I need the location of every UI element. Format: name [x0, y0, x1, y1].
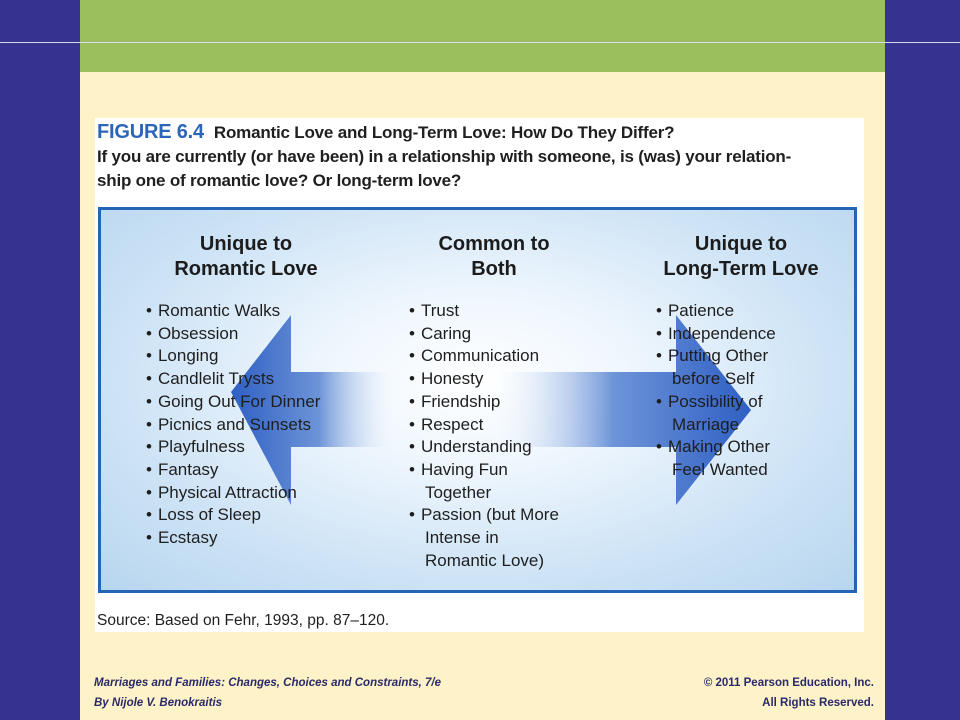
list-item: Physical Attraction — [146, 482, 346, 505]
common-to-both-list: Trust Caring Communication Honesty Frien… — [409, 300, 579, 572]
list-item: Picnics and Sunsets — [146, 414, 346, 437]
list-item-continuation: Together — [425, 482, 492, 502]
list-item: Romantic Walks — [146, 300, 346, 323]
list-item: Patience — [656, 300, 826, 323]
footer-rights-line: All Rights Reserved. — [762, 697, 874, 709]
list-item: Longing — [146, 345, 346, 368]
left-sidebar-band — [0, 0, 80, 720]
list-item: Caring — [409, 323, 579, 346]
list-item: Communication — [409, 345, 579, 368]
list-item-continuation: Marriage — [672, 414, 740, 434]
figure-heading: FIGURE 6.4 Romantic Love and Long-Term Lo… — [97, 120, 857, 193]
list-item: Playfulness — [146, 436, 346, 459]
list-item: Obsession — [146, 323, 346, 346]
list-item: Candlelit Trysts — [146, 368, 346, 391]
list-item: Making Other — [656, 436, 826, 459]
list-item-continuation: before Self — [672, 369, 755, 389]
right-sidebar-band — [885, 0, 960, 720]
list-item: Going Out For Dinner — [146, 391, 346, 414]
list-item: Respect — [409, 414, 579, 437]
list-item: Possibility of — [656, 391, 826, 414]
footer-book-title: Marriages and Families: Changes, Choices… — [94, 677, 442, 689]
footer-copyright-line: © 2011 Pearson Education, Inc. — [703, 677, 874, 689]
list-item: Having Fun — [409, 459, 579, 482]
long-term-love-heading: Unique to Long-Term Love — [663, 233, 819, 280]
list-item: Understanding — [409, 436, 579, 459]
list-item: Passion (but More — [409, 504, 579, 527]
romantic-love-column: Unique to Romantic Love Romantic Walks O… — [146, 232, 346, 550]
common-to-both-heading: Common to Both — [438, 233, 550, 280]
list-item: Independence — [656, 323, 826, 346]
list-item: Honesty — [409, 368, 579, 391]
list-item-continuation: Intense in — [425, 528, 499, 548]
figure-source: Source: Based on Fehr, 1993, pp. 87–120. — [97, 612, 390, 629]
figure-number: FIGURE 6.4 — [97, 121, 204, 143]
figure-question-line-2: ship one of romantic love? Or long-term … — [97, 171, 462, 190]
list-item: Loss of Sleep — [146, 504, 346, 527]
list-item: Friendship — [409, 391, 579, 414]
footer-author: By Nijole V. Benokraitis — [94, 697, 223, 709]
love-comparison-diagram: Unique to Romantic Love Romantic Walks O… — [98, 207, 857, 593]
list-item: Ecstasy — [146, 527, 346, 550]
long-term-love-list: Patience Independence Putting Other befo… — [656, 300, 826, 482]
list-item: Trust — [409, 300, 579, 323]
list-item: Putting Other — [656, 345, 826, 368]
list-item-continuation: Romantic Love) — [425, 550, 545, 570]
common-to-both-column: Common to Both Trust Caring Communicatio… — [409, 232, 579, 572]
figure-panel: FIGURE 6.4 Romantic Love and Long-Term Lo… — [95, 118, 864, 632]
figure-title: Romantic Love and Long-Term Love: How Do… — [213, 123, 675, 142]
footer-copyright: © 2011 Pearson Education, Inc. All Right… — [600, 673, 874, 713]
header-rule-line — [0, 42, 960, 43]
romantic-love-heading: Unique to Romantic Love — [174, 233, 318, 280]
long-term-love-column: Unique to Long-Term Love Patience Indepe… — [656, 232, 826, 482]
top-header-band — [80, 0, 885, 72]
footer-book-info: Marriages and Families: Changes, Choices… — [94, 673, 441, 713]
romantic-love-list: Romantic Walks Obsession Longing Candlel… — [146, 300, 346, 550]
list-item-continuation: Feel Wanted — [672, 459, 768, 479]
figure-question-line-1: If you are currently (or have been) in a… — [97, 147, 792, 166]
list-item: Fantasy — [146, 459, 346, 482]
